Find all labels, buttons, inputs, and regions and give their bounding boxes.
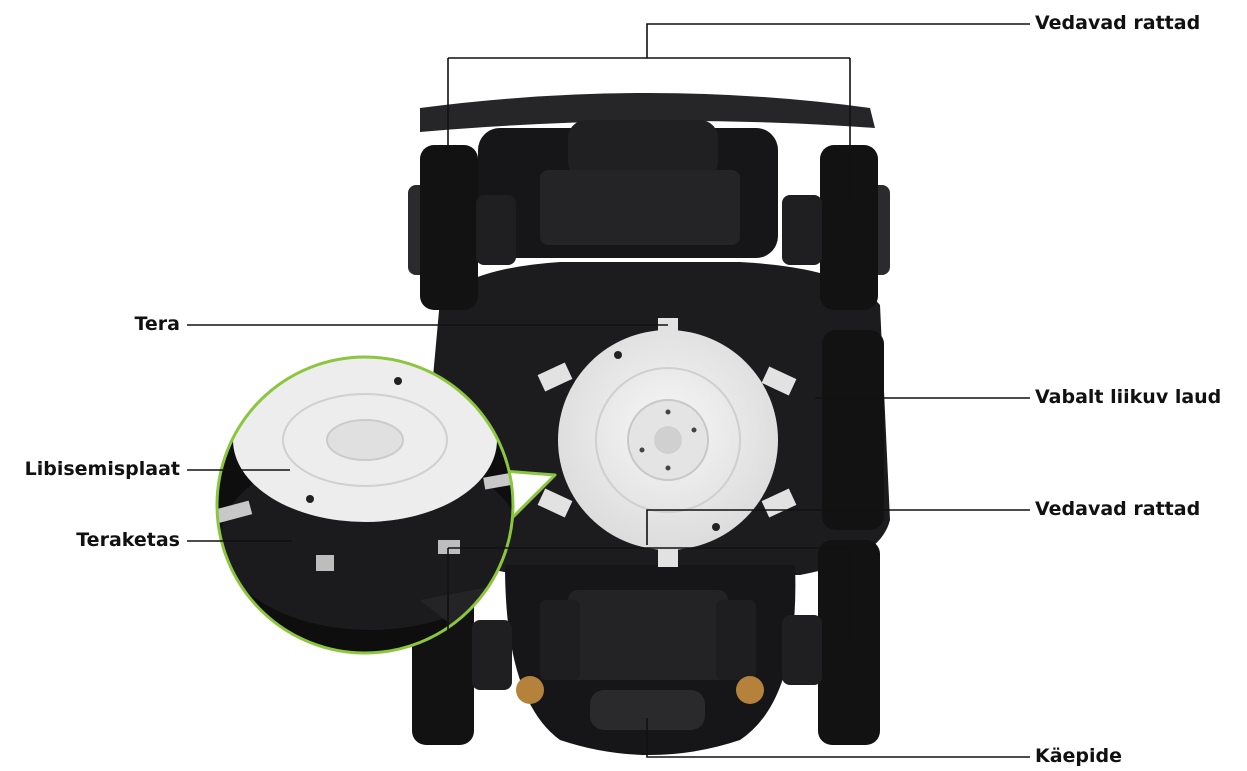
wheel-front-left — [408, 145, 516, 310]
label-drive-wheels-mid: Vedavad rattad — [1035, 498, 1201, 520]
leader-lines — [187, 23, 1030, 758]
leader-drive-wheels-mid — [447, 509, 1030, 640]
front-bumper — [420, 93, 875, 132]
leader-drive-wheels-top — [447, 23, 1030, 200]
handle-grip — [590, 690, 705, 730]
wheels — [408, 145, 890, 745]
label-floating-deck: Vabalt liikuv laud — [1035, 386, 1222, 408]
label-drive-wheels-top: Vedavad rattad — [1035, 12, 1201, 34]
label-blade: Tera — [134, 313, 180, 335]
label-skid-plate: Libisemisplaat — [24, 458, 180, 480]
blade-disc-assembly — [537, 318, 797, 567]
label-blade-disc: Teraketas — [76, 529, 180, 551]
wheel-front-right — [782, 145, 890, 310]
label-handle: Käepide — [1035, 745, 1123, 767]
leader-handle — [646, 718, 1030, 758]
zoom-ring — [215, 355, 515, 655]
wheel-rear-right — [782, 540, 880, 745]
